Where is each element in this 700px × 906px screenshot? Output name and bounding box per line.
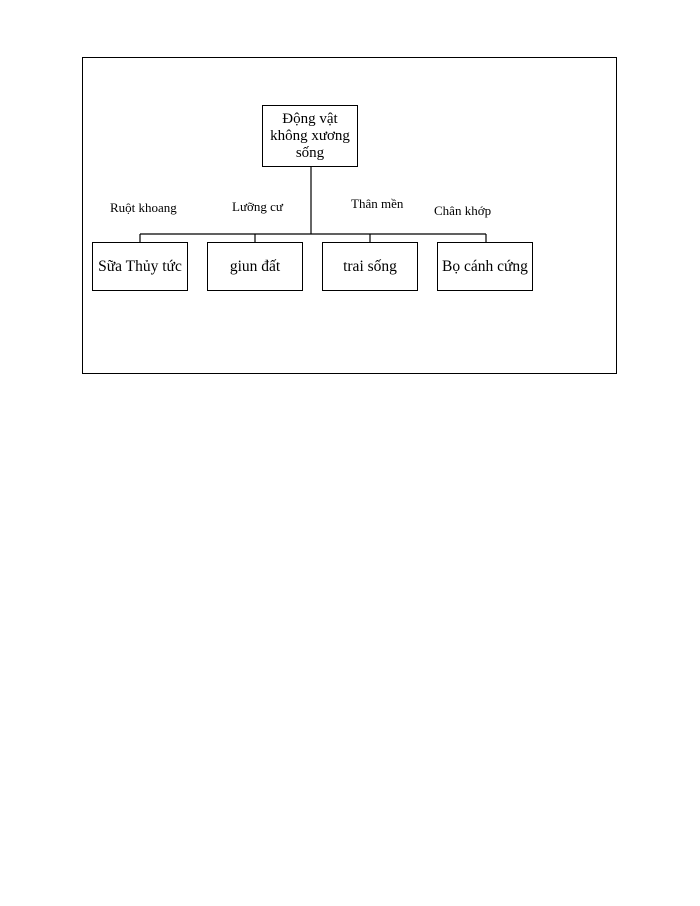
leaf-node-2: giun đất [207,242,303,291]
group-label-4: Chân khớp [434,203,492,218]
group-label-3: Thân mền [351,196,404,211]
diagram-frame [82,57,617,374]
leaf-node-1: Sữa Thủy tức [92,242,188,291]
root-node: Động vật không xương sống [262,105,358,167]
group-label-1: Ruột khoang [110,200,177,215]
group-label-2: Lưỡng cư [232,199,283,214]
leaf-node-3: trai sống [322,242,418,291]
leaf-node-4: Bọ cánh cứng [437,242,533,291]
